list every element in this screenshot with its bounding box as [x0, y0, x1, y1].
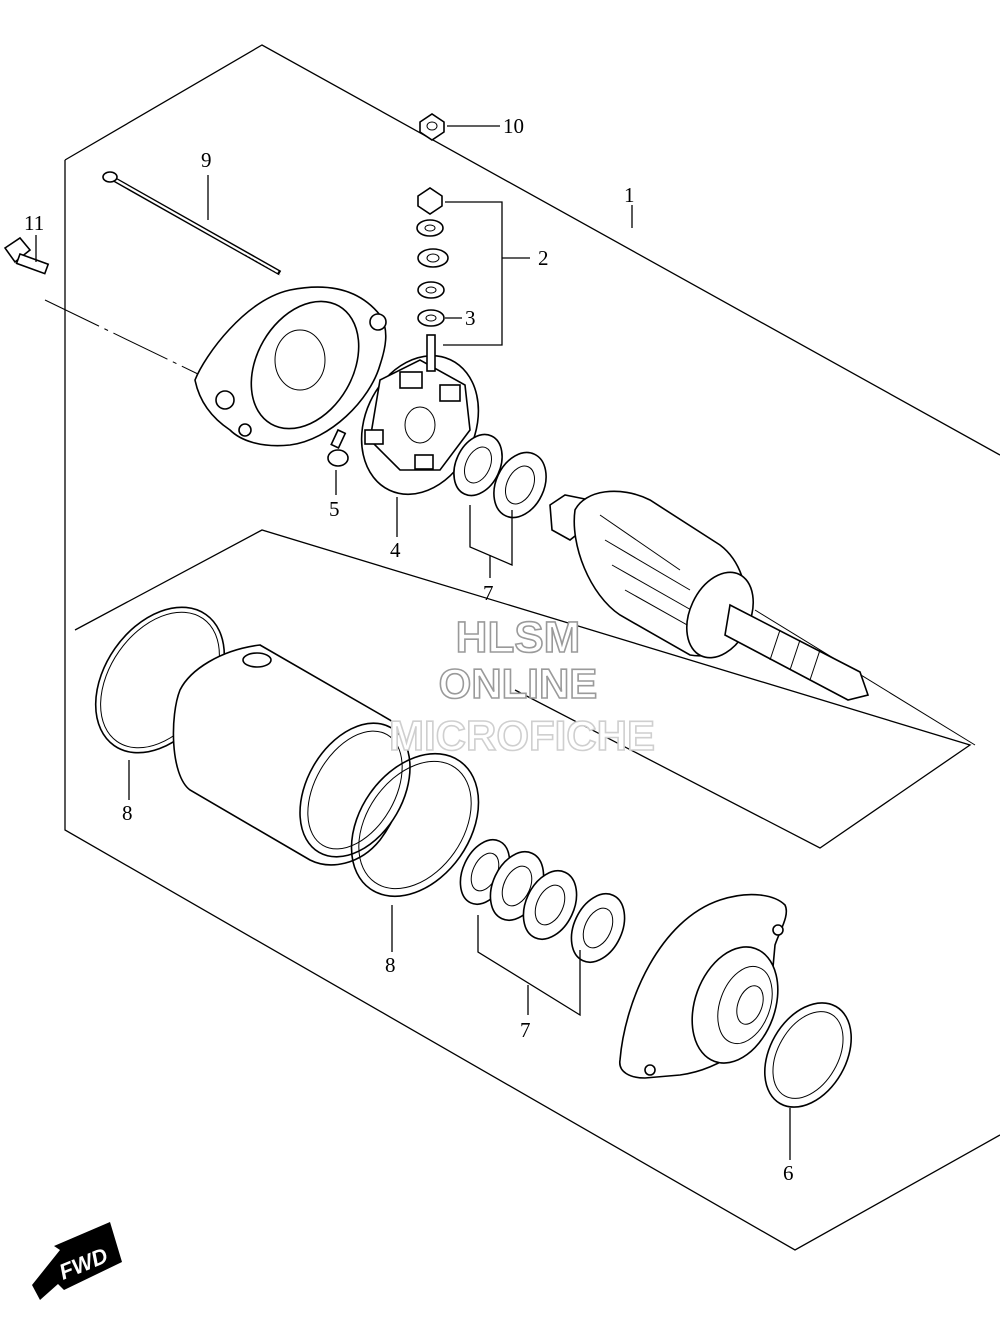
upper-washers [453, 433, 547, 519]
axis-line-right [754, 609, 976, 746]
rear-housing [194, 286, 387, 447]
watermark-line2: ONLINE [439, 660, 598, 707]
callout-7-upper: 7 [483, 581, 494, 605]
callout-2: 2 [538, 246, 549, 270]
yoke-case [172, 644, 411, 866]
brush-holder [360, 334, 480, 496]
callout-4: 4 [390, 538, 401, 562]
assembly-outline [64, 44, 1000, 456]
o-ring-front [763, 1002, 853, 1108]
terminal-clip [327, 428, 349, 467]
callout-8-right: 8 [385, 953, 396, 977]
callout-5: 5 [329, 497, 340, 521]
o-ring-right [350, 752, 480, 898]
callout-7-lower: 7 [520, 1018, 531, 1042]
washer-stack [416, 187, 449, 327]
callout-8-left: 8 [122, 801, 133, 825]
callout-11: 11 [24, 211, 44, 235]
axis-line [44, 299, 201, 376]
callout-6: 6 [783, 1161, 794, 1185]
fwd-arrow-icon: FWD [32, 1222, 122, 1300]
inner-outline [74, 529, 972, 849]
assembly-outline-lower [64, 160, 1000, 1251]
front-housing [619, 893, 788, 1079]
watermark-line3: MICROFICHE [389, 712, 655, 759]
small-bolt [3, 236, 50, 275]
leader-lines [35, 125, 791, 1160]
through-bolt [102, 171, 282, 276]
watermark-line1: HLSM [456, 613, 581, 662]
callout-1: 1 [624, 183, 635, 207]
lower-washers [459, 839, 626, 963]
armature [549, 490, 870, 701]
nut [419, 113, 445, 141]
callout-9: 9 [201, 148, 212, 172]
callout-10: 10 [503, 114, 524, 138]
callout-3: 3 [465, 306, 476, 330]
